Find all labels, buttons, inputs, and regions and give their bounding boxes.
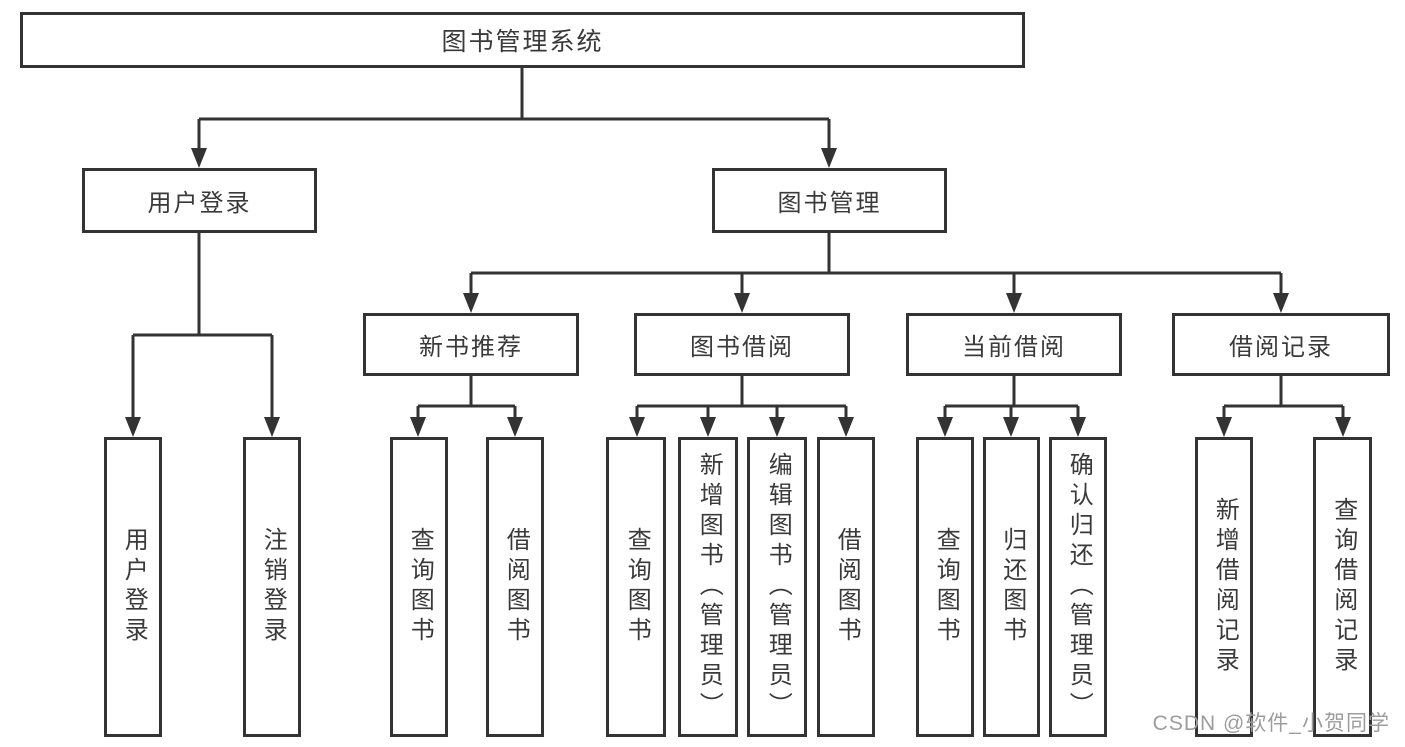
node-label: 图书管理: [777, 190, 882, 217]
leaf-edit-book-admin: 编辑图书（管理员）: [747, 437, 807, 737]
arrow-down-icon: [191, 148, 207, 168]
node-book-management: 图书管理: [712, 168, 947, 233]
leaf-confirm-return-admin: 确认归还（管理员）: [1049, 437, 1107, 737]
node-label: 查询图书: [406, 527, 434, 647]
node-label: 当前借阅: [962, 334, 1066, 361]
node-book-borrow: 图书借阅: [634, 313, 850, 376]
node-label: 借阅图书: [502, 527, 530, 647]
node-new-book-recommend: 新书推荐: [363, 313, 579, 376]
arrow-down-icon: [264, 417, 280, 437]
leaf-logout: 注销登录: [243, 437, 301, 737]
node-label: 借阅图书: [833, 527, 861, 647]
node-label: 查询借阅记录: [1329, 497, 1357, 677]
arrow-down-icon: [1335, 417, 1351, 437]
node-borrow-records: 借阅记录: [1172, 313, 1390, 376]
arrow-down-icon: [700, 417, 716, 437]
leaf-query-borrow-record: 查询借阅记录: [1313, 437, 1372, 737]
arrow-down-icon: [1070, 417, 1086, 437]
connector-book-borrow-children: [629, 376, 854, 437]
leaf-borrow-books-recommend: 借阅图书: [486, 437, 544, 737]
arrow-down-icon: [1003, 417, 1019, 437]
node-label: 查询图书: [623, 527, 651, 647]
node-label: 新增借阅记录: [1211, 497, 1239, 677]
leaf-query-books-current: 查询图书: [916, 437, 974, 737]
node-user-login: 用户登录: [82, 168, 317, 233]
connector-new-book-children: [410, 376, 523, 437]
arrow-down-icon: [125, 417, 141, 437]
node-library-management-system: 图书管理系统: [20, 12, 1025, 68]
arrow-down-icon: [769, 417, 785, 437]
node-label: 借阅记录: [1229, 334, 1333, 361]
arrow-down-icon: [1273, 293, 1289, 313]
connector-user-login-children: [125, 233, 280, 437]
arrow-down-icon: [410, 417, 426, 437]
node-label: 归还图书: [998, 527, 1026, 647]
leaf-return-books: 归还图书: [983, 437, 1040, 737]
connector-book-management-children: [463, 233, 1289, 313]
connector-borrow-record-children: [1216, 376, 1351, 437]
node-label: 新增图书（管理员）: [695, 452, 723, 722]
node-label: 用户登录: [120, 527, 148, 647]
node-label: 新书推荐: [419, 334, 523, 361]
connector-current-borrow-children: [937, 376, 1086, 437]
arrow-down-icon: [1006, 293, 1022, 313]
arrow-down-icon: [734, 293, 750, 313]
leaf-user-login: 用户登录: [104, 437, 162, 737]
node-label: 图书借阅: [690, 334, 794, 361]
node-label: 注销登录: [259, 527, 287, 647]
arrow-down-icon: [629, 417, 645, 437]
leaf-query-books-recommend: 查询图书: [390, 437, 448, 737]
connector-root-to-level2: [191, 68, 837, 168]
leaf-add-book-admin: 新增图书（管理员）: [678, 437, 738, 737]
arrow-down-icon: [937, 417, 953, 437]
arrow-down-icon: [821, 148, 837, 168]
node-label: 查询图书: [932, 527, 960, 647]
node-label: 确认归还（管理员）: [1065, 452, 1093, 722]
leaf-add-borrow-record: 新增借阅记录: [1195, 437, 1253, 737]
node-label: 用户登录: [147, 190, 252, 217]
arrow-down-icon: [838, 417, 854, 437]
arrow-down-icon: [463, 293, 479, 313]
node-current-borrow: 当前借阅: [906, 313, 1122, 376]
node-label: 图书管理系统: [441, 28, 604, 56]
leaf-borrow-books: 借阅图书: [817, 437, 875, 737]
csdn-watermark: CSDN @软件_小贺同学: [1152, 712, 1390, 735]
arrow-down-icon: [1216, 417, 1232, 437]
leaf-query-books-borrow: 查询图书: [606, 437, 666, 737]
arrow-down-icon: [507, 417, 523, 437]
node-label: 编辑图书（管理员）: [764, 452, 792, 722]
